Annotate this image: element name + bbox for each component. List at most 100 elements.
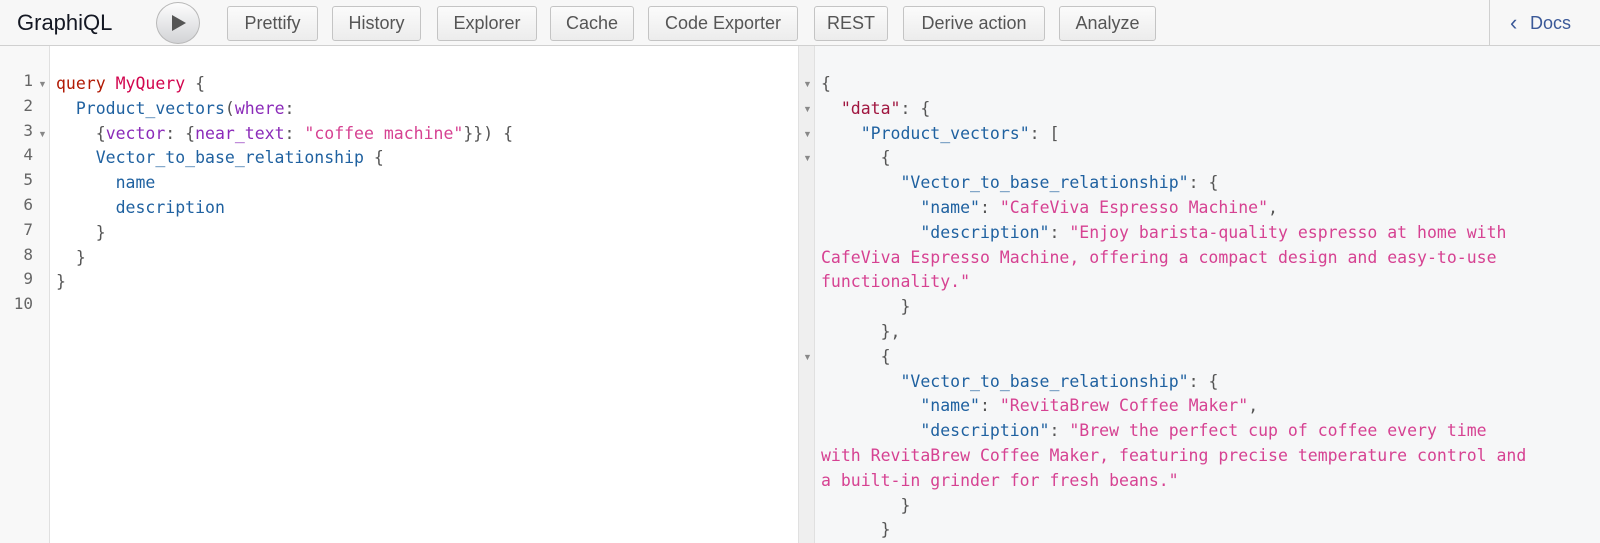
result-line: with RevitaBrew Coffee Maker, featuring … xyxy=(821,443,1526,468)
code-token: { xyxy=(95,123,106,143)
docs-label: Docs xyxy=(1530,13,1572,33)
code-token: { xyxy=(363,148,384,168)
result-line: { xyxy=(821,71,831,96)
code-token: "coffee machine" xyxy=(304,123,464,143)
code-token: } xyxy=(900,297,911,317)
result-line: "Product_vectors": [ xyxy=(821,121,1060,146)
code-token: Product_vectors xyxy=(75,98,225,118)
code-token: }}) { xyxy=(463,123,514,143)
fold-toggle-icon[interactable]: ▼ xyxy=(38,79,47,89)
code-token: , xyxy=(1268,198,1278,217)
result-line: "data": { xyxy=(821,96,930,121)
fold-toggle-icon[interactable]: ▼ xyxy=(803,351,812,362)
line-number: 1 xyxy=(23,71,33,90)
line-number: 5 xyxy=(23,170,33,190)
code-token: "description" xyxy=(920,421,1050,441)
docs-button[interactable]: ‹ Docs xyxy=(1489,0,1600,46)
fold-toggle-icon[interactable]: ▼ xyxy=(38,128,47,139)
result-line: { xyxy=(821,145,891,170)
code-exporter-button[interactable]: Code Exporter xyxy=(648,6,798,41)
result-line: "Vector_to_base_relationship": { xyxy=(821,369,1218,394)
line-number: 6 xyxy=(23,195,33,214)
result-fold-gutter: ▼ ▼ ▼ ▼ ▼ xyxy=(799,46,815,543)
code-token: : xyxy=(284,123,305,143)
code-token: { xyxy=(880,148,891,168)
result-line: "Vector_to_base_relationship": { xyxy=(821,170,1218,195)
code-token: : xyxy=(979,198,1000,217)
code-token: : { xyxy=(1188,173,1219,193)
code-token: : xyxy=(1049,421,1070,441)
code-token: "Vector_to_base_relationship" xyxy=(900,173,1189,193)
code-line: } xyxy=(56,245,86,270)
fold-toggle-icon[interactable]: ▼ xyxy=(803,153,812,164)
result-viewer: ▼ ▼ ▼ ▼ ▼ { "data": { "Product_vectors": [ {… xyxy=(799,46,1600,543)
code-token: { xyxy=(821,74,831,93)
code-token: "CafeViva Espresso Machine" xyxy=(999,198,1269,217)
fold-toggle-icon[interactable]: ▼ xyxy=(803,103,812,114)
app-logo: GraphiQL xyxy=(17,10,113,35)
play-icon xyxy=(172,15,186,31)
code-line: query MyQuery { xyxy=(56,71,205,96)
code-token: functionality." xyxy=(821,272,971,292)
line-number: 4 xyxy=(23,145,33,165)
code-token: : xyxy=(284,98,295,118)
code-line: {vector: {near_text: "coffee machine"}})… xyxy=(56,121,513,146)
line-number: 3 xyxy=(23,120,33,140)
code-token: } xyxy=(900,495,911,515)
code-token: CafeViva Espresso Machine, offering a co… xyxy=(821,247,1497,267)
line-number: 7 xyxy=(23,219,33,239)
code-token: "Vector_to_base_relationship" xyxy=(900,371,1189,391)
result-line: "name": "RevitaBrew Coffee Maker", xyxy=(821,393,1258,418)
rest-button[interactable]: REST xyxy=(814,6,888,41)
code-token: : [ xyxy=(1029,123,1060,143)
code-token: } xyxy=(880,520,891,540)
toolbar: GraphiQL Prettify History Explorer Cache… xyxy=(0,0,1600,46)
code-token: : { xyxy=(1188,371,1219,391)
result-line: functionality." xyxy=(821,269,970,294)
code-token: "Brew the perfect cup of coffee every ti… xyxy=(1069,421,1487,441)
code-token: , xyxy=(1248,396,1259,416)
code-token: "name" xyxy=(920,396,980,416)
pane-divider[interactable] xyxy=(798,46,799,543)
code-token: ( xyxy=(224,98,235,118)
code-token: "RevitaBrew Coffee Maker" xyxy=(999,396,1249,416)
code-token: { xyxy=(185,74,206,93)
result-line: "description": "Enjoy barista-quality es… xyxy=(821,220,1506,245)
code-token: "description" xyxy=(920,222,1050,242)
code-token: { xyxy=(880,346,891,366)
code-token: : { xyxy=(900,98,931,118)
code-token: name xyxy=(115,173,156,193)
result-line: } xyxy=(821,517,891,542)
code-token: "Enjoy barista-quality espresso at home … xyxy=(1069,222,1507,242)
code-line: Product_vectors(where: xyxy=(56,96,295,121)
derive-action-button[interactable]: Derive action xyxy=(903,6,1045,41)
code-token: "Product_vectors" xyxy=(860,123,1030,143)
code-token: description xyxy=(115,198,225,217)
code-token: MyQuery xyxy=(115,74,186,93)
result-line: } xyxy=(821,493,910,518)
explorer-button[interactable]: Explorer xyxy=(437,6,537,41)
fold-toggle-icon[interactable]: ▼ xyxy=(803,79,812,89)
code-token: } xyxy=(56,272,66,292)
result-line: a built-in grinder for fresh beans." xyxy=(821,468,1179,493)
code-token: }, xyxy=(880,322,901,341)
fold-toggle-icon[interactable]: ▼ xyxy=(803,128,812,139)
run-query-button[interactable] xyxy=(156,2,200,44)
code-token: near_text xyxy=(195,123,285,143)
result-line: { xyxy=(821,344,891,369)
code-token: Vector_to_base_relationship xyxy=(95,148,364,168)
result-line: } xyxy=(821,294,910,319)
code-line: Vector_to_base_relationship { xyxy=(56,145,384,170)
cache-button[interactable]: Cache xyxy=(550,6,634,41)
prettify-button[interactable]: Prettify xyxy=(227,6,318,41)
code-token: vector xyxy=(105,123,166,143)
code-token: } xyxy=(75,247,86,267)
result-line: }, xyxy=(821,319,901,344)
chevron-left-icon: ‹ xyxy=(1510,10,1518,35)
line-number: 2 xyxy=(23,95,33,115)
history-button[interactable]: History xyxy=(332,6,421,41)
analyze-button[interactable]: Analyze xyxy=(1059,6,1156,41)
code-token: "name" xyxy=(920,198,980,217)
